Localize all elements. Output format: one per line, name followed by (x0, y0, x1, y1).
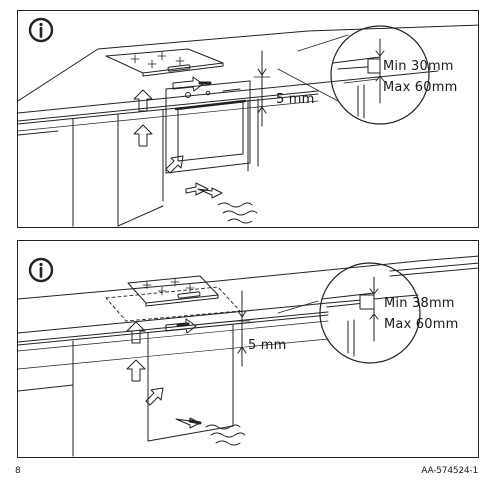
hob (105, 275, 241, 322)
info-icon (28, 17, 54, 43)
worktop-thickness-detail (277, 262, 421, 364)
max-thickness-label: Max 60mm (383, 80, 458, 95)
installation-panel-hob-only: 5 mm Min 38mm Max 60mm (17, 240, 479, 458)
heat-waves (205, 424, 246, 446)
gap-dimension (253, 50, 271, 127)
max-thickness-label: Max 60mm (384, 317, 459, 332)
hob-cabinet-illustration (18, 255, 478, 457)
min-thickness-label: Min 38mm (384, 296, 455, 311)
min-thickness-label: Min 30mm (383, 59, 454, 74)
gap-dimension (233, 290, 251, 367)
page-number: 8 (15, 466, 21, 476)
document-code: AA-574524-1 (421, 466, 478, 476)
heat-waves (197, 187, 258, 224)
info-icon (28, 257, 54, 283)
airflow-arrows (133, 76, 212, 196)
worktop-thickness-detail (277, 25, 430, 125)
hob-oven-illustration (18, 17, 478, 227)
cabinet-fronts (18, 98, 259, 227)
oven (165, 80, 251, 174)
installation-panel-hob-above-oven: 5 mm Min 30mm Max 60mm (17, 10, 479, 228)
hob (105, 48, 224, 77)
cabinet-fronts (18, 324, 329, 457)
airflow-arrows (126, 318, 202, 429)
gap-label: 5 mm (276, 92, 315, 107)
gap-label: 5 mm (248, 338, 287, 353)
